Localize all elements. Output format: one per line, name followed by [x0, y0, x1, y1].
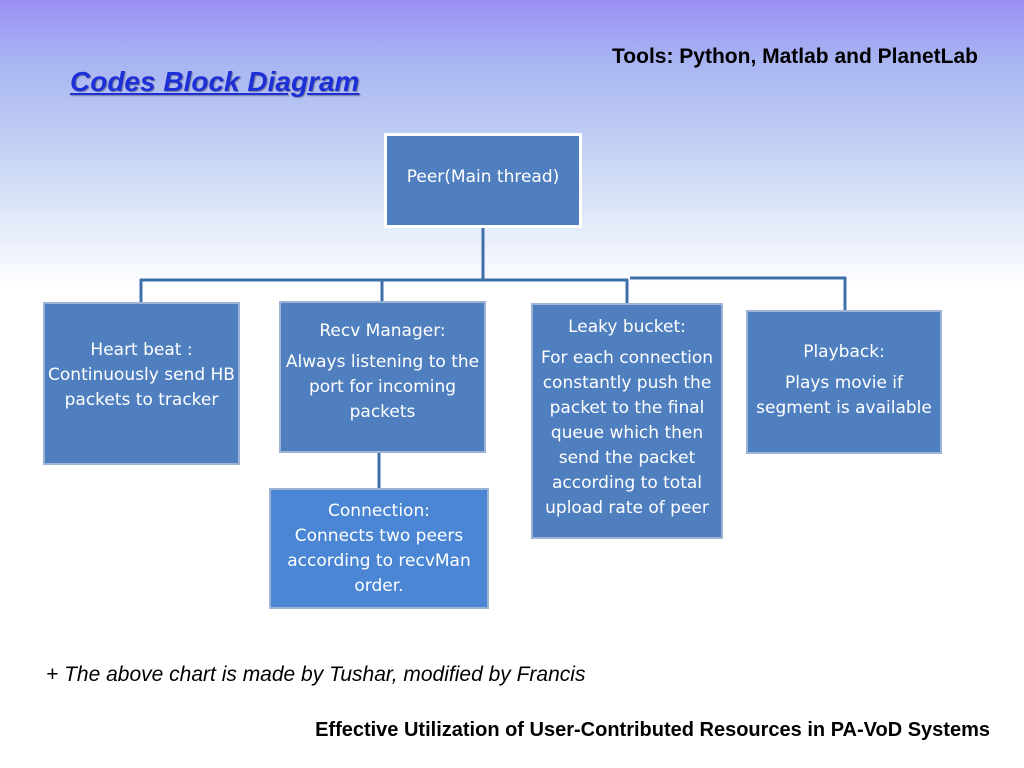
- peer-main-thread-box: Peer(Main thread): [384, 133, 582, 228]
- tools-note: Tools: Python, Matlab and PlanetLab: [612, 45, 978, 68]
- connection-title: Connection:: [328, 500, 430, 521]
- slide-title[interactable]: Codes Block Diagram: [70, 66, 360, 97]
- leaky-bucket-description: For each connection constantly push the …: [540, 348, 714, 518]
- recv-manager-description: Always listening to the port for incomin…: [285, 352, 480, 422]
- connection-description: Connects two peers according to recvMan …: [287, 525, 471, 596]
- heartbeat-box: Heart beat : Continuously send HB packet…: [43, 302, 240, 465]
- leaky-bucket-title: Leaky bucket:: [568, 317, 686, 337]
- recv-manager-title: Recv Manager:: [319, 321, 446, 341]
- recv-manager-box: Recv Manager: Always listening to the po…: [279, 301, 486, 453]
- footer-title: Effective Utilization of User-Contribute…: [315, 719, 990, 741]
- playback-title: Playback:: [803, 342, 885, 362]
- playback-description: Plays movie if segment is available: [756, 373, 932, 418]
- playback-box: Playback: Plays movie if segment is avai…: [746, 310, 942, 454]
- leaky-bucket-box: Leaky bucket: For each connection consta…: [531, 303, 723, 539]
- connection-box: Connection: Connects two peers according…: [269, 488, 489, 609]
- peer-label: Peer(Main thread): [406, 167, 560, 187]
- footnote: + The above chart is made by Tushar, mod…: [46, 663, 586, 686]
- heartbeat-label: Heart beat : Continuously send HB packet…: [48, 340, 235, 410]
